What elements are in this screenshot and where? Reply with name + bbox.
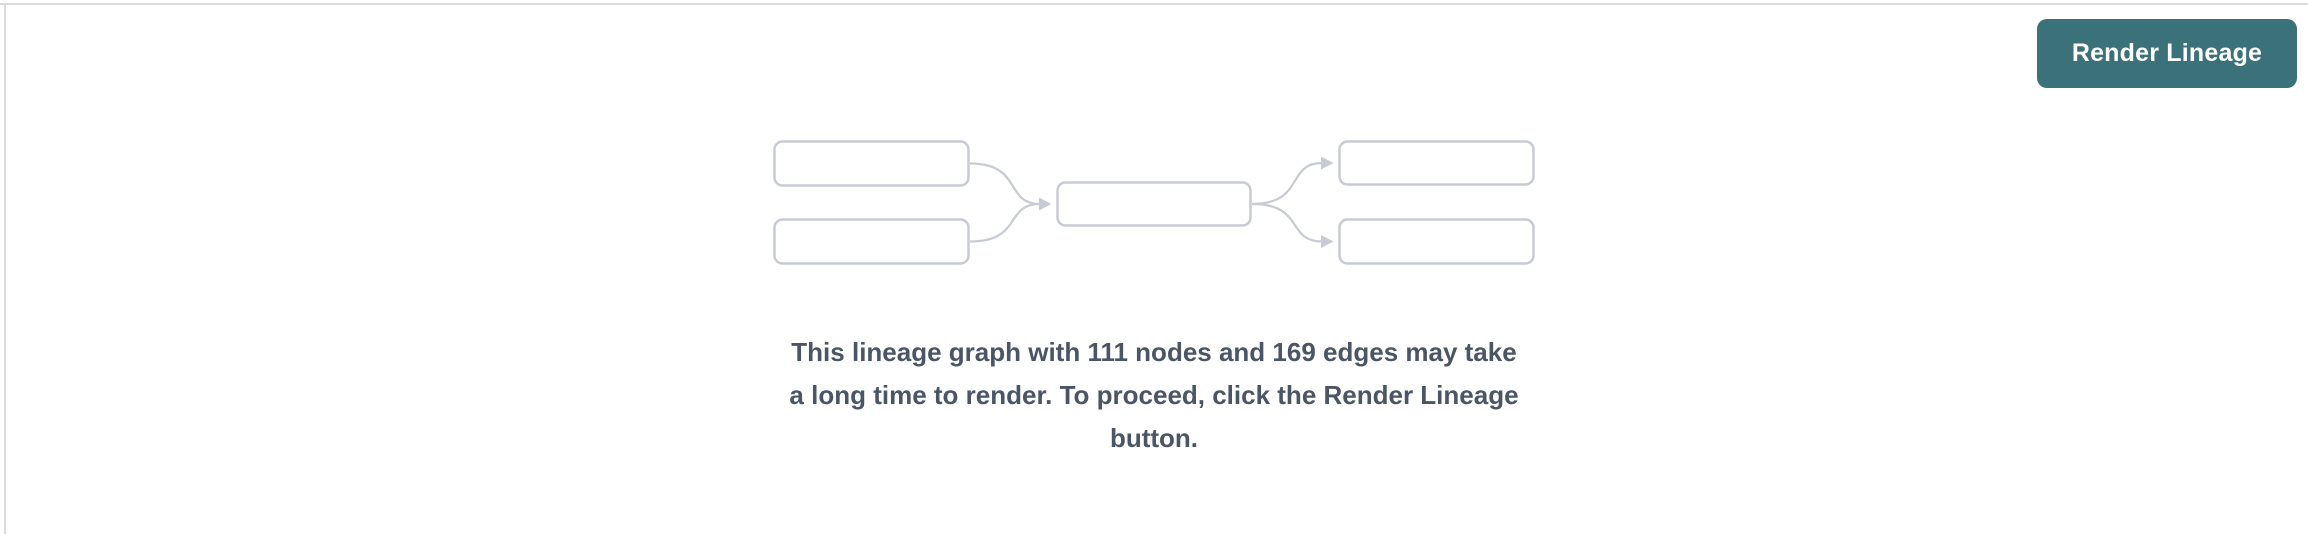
lineage-graph-placeholder-icon: [773, 140, 1535, 266]
lineage-warning-message: This lineage graph with 111 nodes and 16…: [704, 331, 1604, 460]
graph-edge-arrowheads: [1039, 156, 1334, 248]
arrowhead-icon: [1321, 235, 1334, 248]
graph-node: [1056, 181, 1252, 227]
render-lineage-button-label: Render Lineage: [2071, 39, 2263, 67]
graph-node: [773, 218, 970, 265]
arrowhead-icon: [1039, 197, 1052, 211]
graph-edge: [1251, 161, 1323, 206]
render-lineage-button[interactable]: Render Lineage: [2037, 19, 2297, 88]
graph-edges: [969, 161, 1323, 243]
graph-edge: [1251, 202, 1323, 243]
graph-node: [1338, 218, 1535, 265]
lineage-warning-line-2: a long time to render. To proceed, click…: [789, 380, 1519, 410]
graph-node: [1338, 140, 1535, 186]
arrowhead-icon: [1321, 156, 1334, 170]
graph-node: [773, 140, 970, 187]
lineage-warning-line-1: This lineage graph with 111 nodes and 16…: [791, 337, 1517, 367]
panel-top-divider: [0, 3, 2308, 5]
graph-nodes: [773, 140, 1535, 265]
panel-left-divider: [4, 3, 6, 534]
graph-edge: [969, 202, 1041, 243]
lineage-graph-placeholder-svg: [773, 140, 1535, 265]
graph-edge: [969, 162, 1041, 206]
lineage-warning-line-3: button.: [1109, 423, 1199, 453]
